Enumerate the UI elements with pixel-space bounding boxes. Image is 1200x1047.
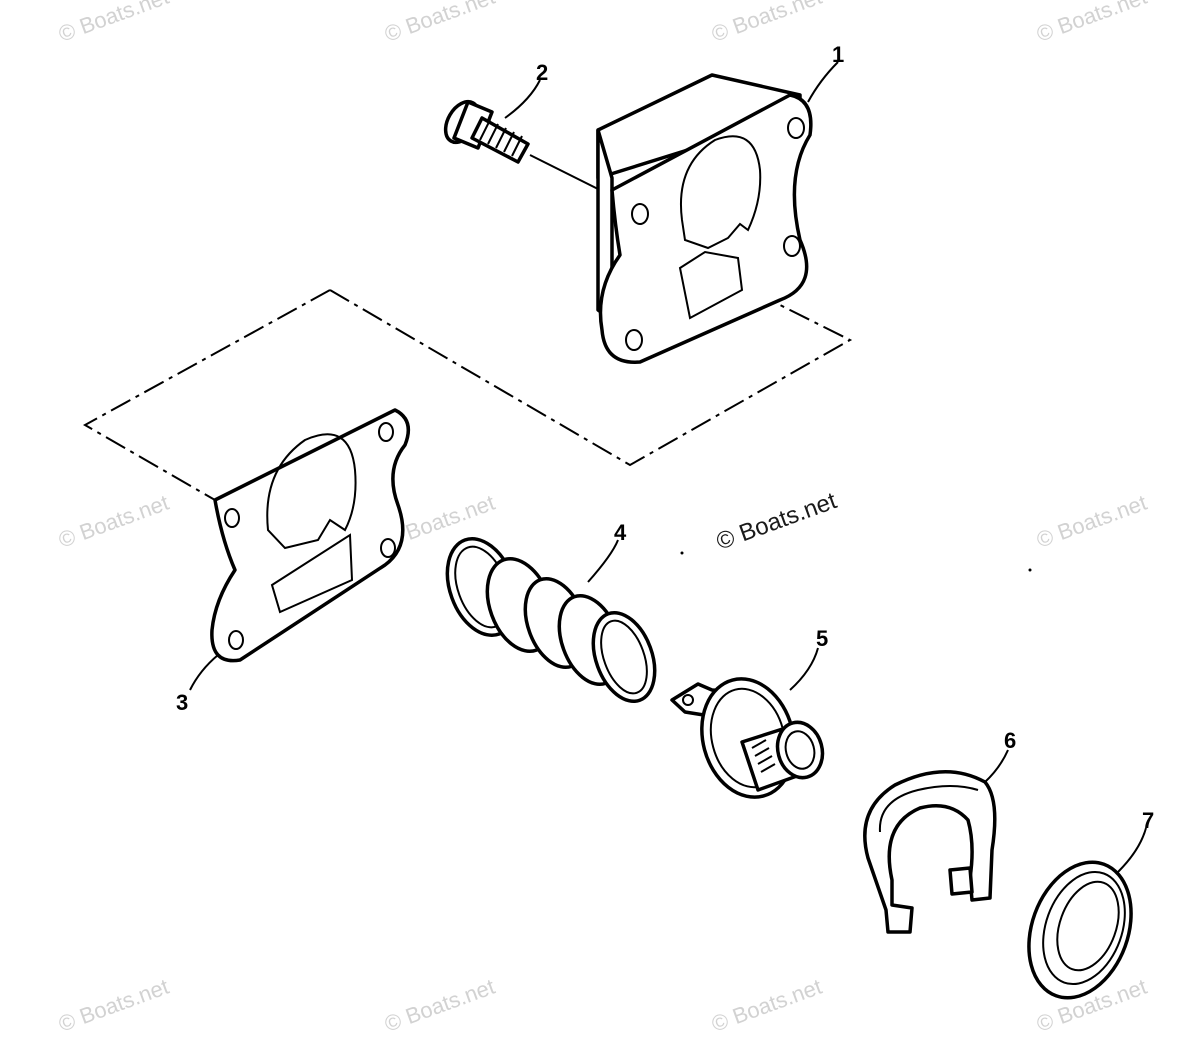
- callout-labels: 1 2 3 4 5 6 7: [176, 42, 1154, 833]
- callout-part-2[interactable]: 2: [536, 60, 548, 85]
- alignment-line: [329, 289, 853, 467]
- watermark: © Boats.net: [708, 974, 825, 1037]
- watermark: © Boats.net: [1033, 490, 1150, 553]
- retainer-clip-icon[interactable]: [863, 770, 997, 934]
- callout-part-1[interactable]: 1: [832, 42, 844, 67]
- scan-dot: [1028, 568, 1032, 572]
- leader-line: [1117, 827, 1147, 873]
- callout-part-7[interactable]: 7: [1142, 808, 1154, 833]
- leader-line: [789, 647, 819, 691]
- watermark: © Boats.net: [55, 490, 172, 553]
- alignment-line: [82, 289, 331, 501]
- watermark: © Boats.net: [708, 0, 825, 47]
- scan-dot: [680, 551, 684, 555]
- seal-ring-icon[interactable]: [1011, 848, 1149, 1012]
- callout-leaders: [189, 61, 1147, 873]
- callout-part-3[interactable]: 3: [176, 690, 188, 715]
- screw-icon[interactable]: [439, 96, 530, 164]
- spring-icon[interactable]: [435, 529, 666, 710]
- watermark: © Boats.net: [381, 974, 498, 1037]
- watermark: © Boats.net: [55, 0, 172, 47]
- leader-line: [189, 654, 219, 691]
- thermostat-housing-icon[interactable]: [596, 73, 813, 364]
- callout-part-6[interactable]: 6: [1004, 728, 1016, 753]
- callout-part-5[interactable]: 5: [816, 626, 828, 651]
- gasket-icon[interactable]: [210, 408, 411, 663]
- thermostat-icon[interactable]: [670, 668, 828, 807]
- leader-line: [984, 749, 1009, 783]
- watermark: © Boats.net: [381, 0, 498, 47]
- leader-line: [807, 61, 839, 103]
- leader-line: [504, 79, 541, 119]
- watermark: © Boats.net: [1033, 0, 1150, 47]
- leader-line: [587, 539, 619, 583]
- callout-part-4[interactable]: 4: [614, 520, 627, 545]
- watermark: © Boats.net: [55, 974, 172, 1037]
- watermark-main: © Boats.net: [713, 487, 841, 555]
